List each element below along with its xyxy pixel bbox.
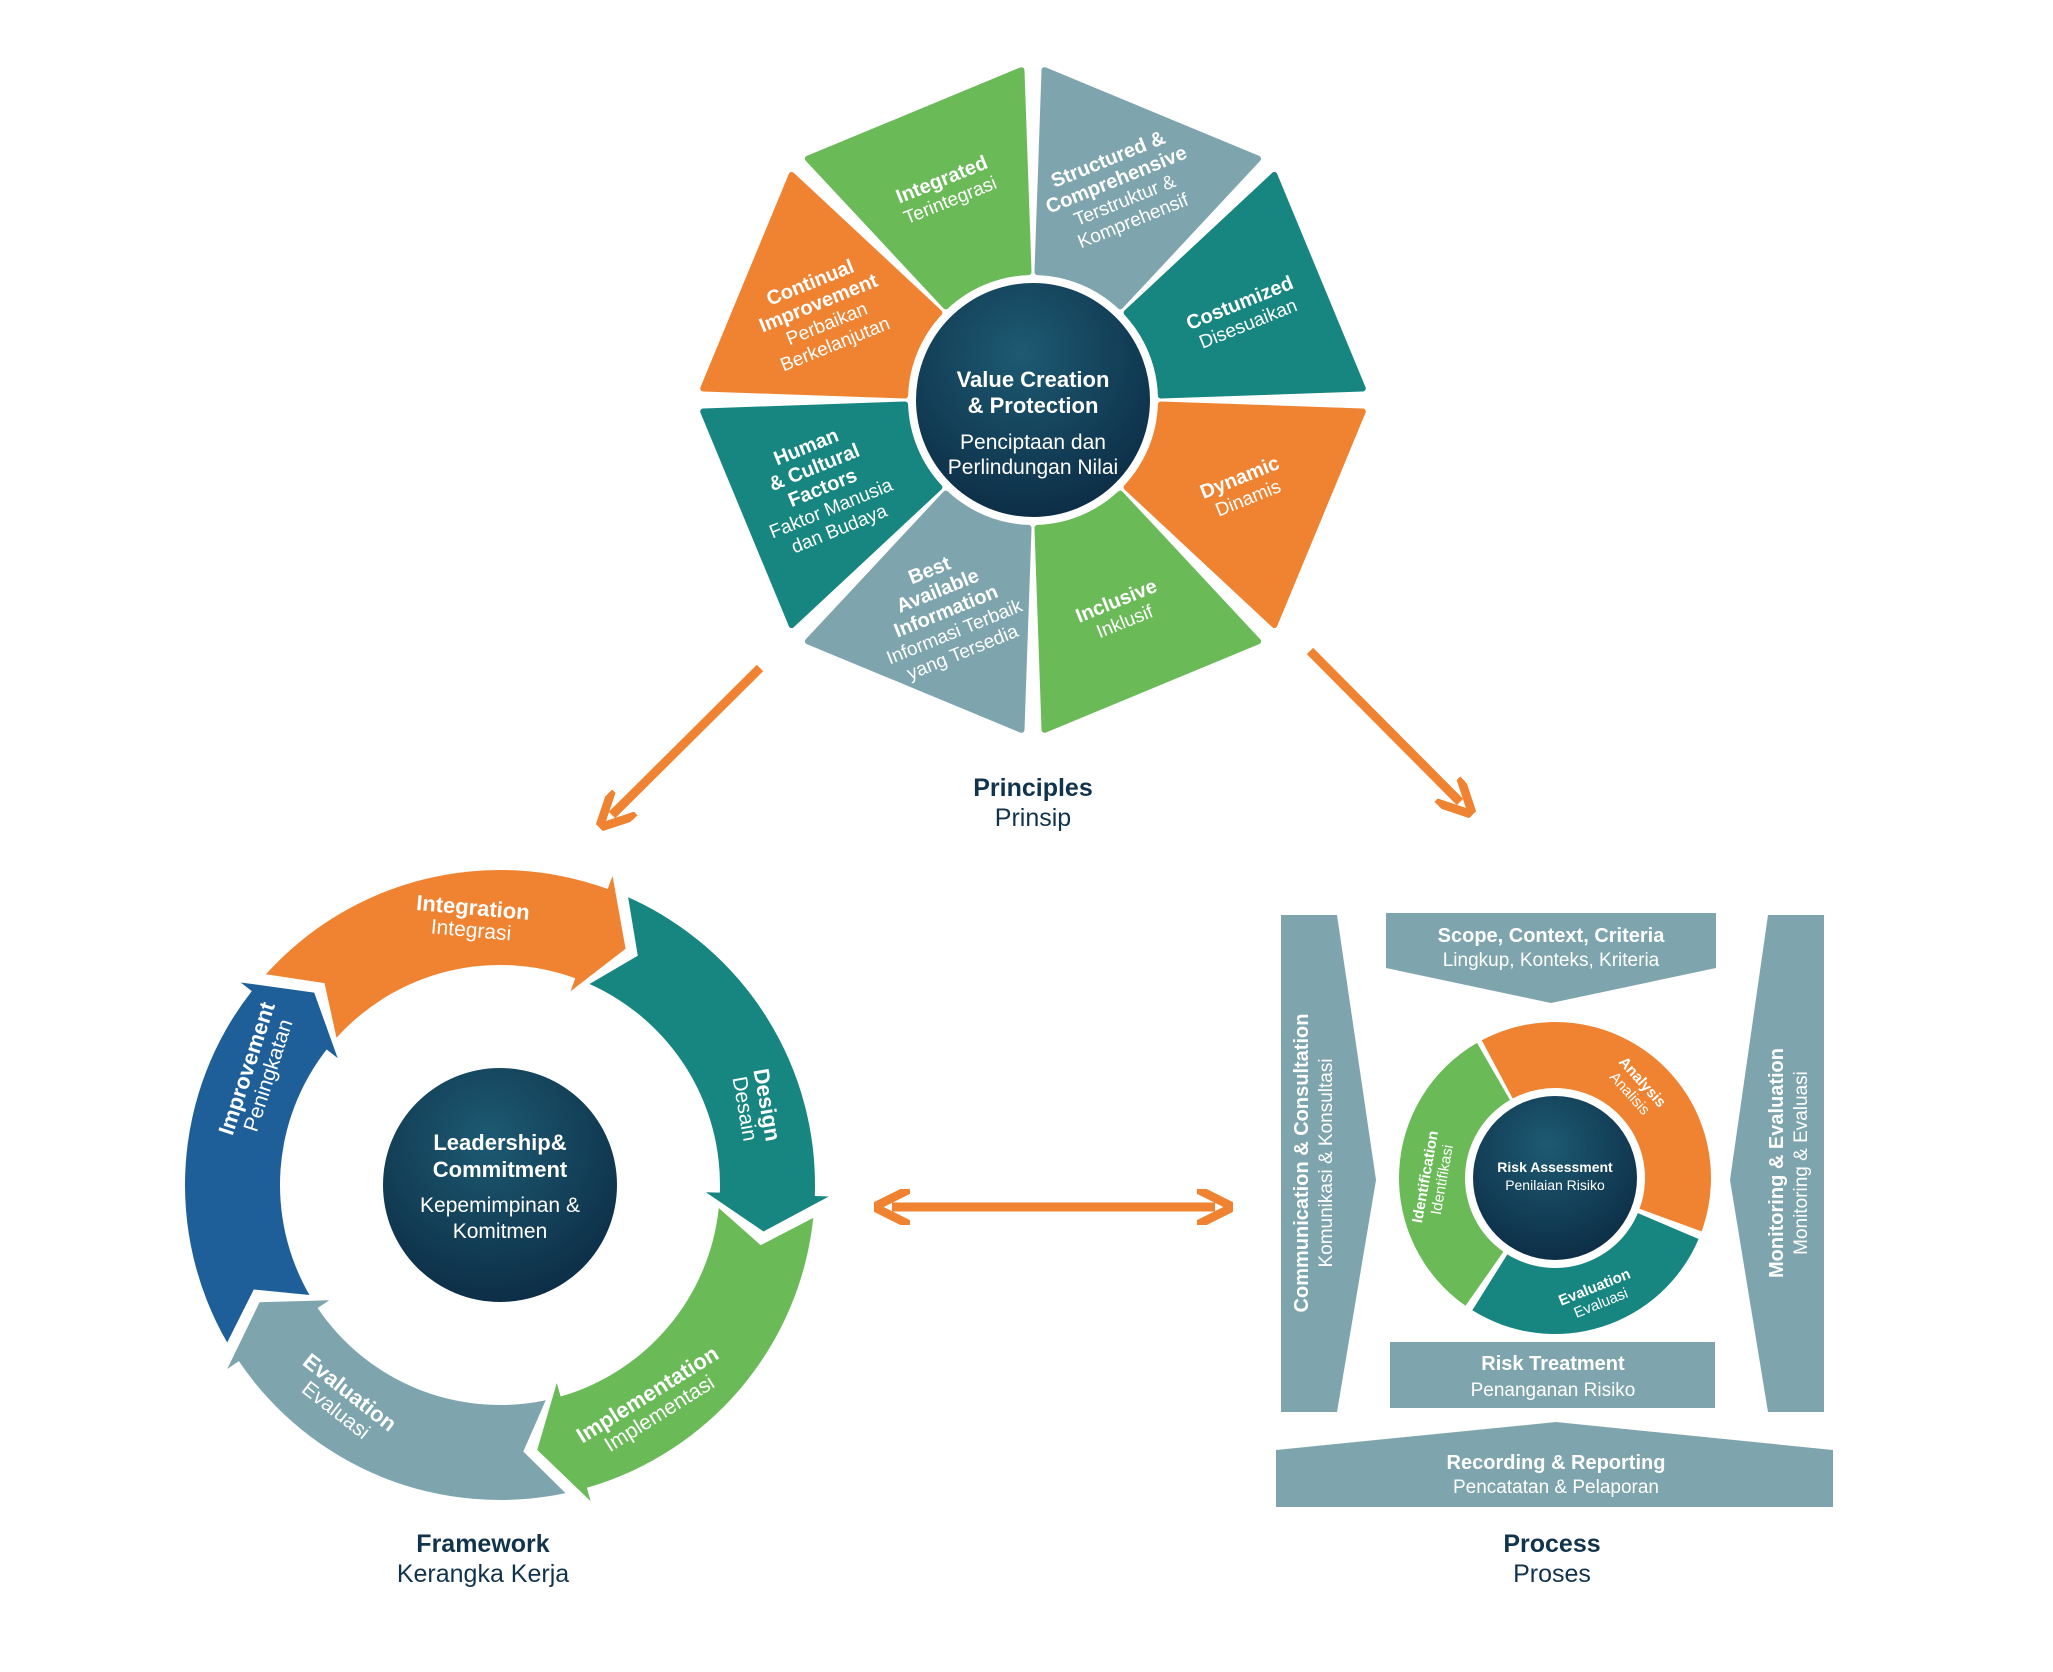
principles-center-title-line2: & Protection xyxy=(968,393,1099,418)
risk-assessment-center-circle xyxy=(1473,1096,1637,1260)
monitoring-sub: Monitoring & Evaluasi xyxy=(1791,1071,1812,1255)
recording-title: Recording & Reporting xyxy=(1447,1452,1666,1474)
principles-center-title-line1: Value Creation xyxy=(957,367,1110,392)
framework-caption-sub: Kerangka Kerja xyxy=(397,1560,569,1588)
principle-segment-best-info xyxy=(804,490,1032,733)
monitoring-evaluation-shape xyxy=(1730,915,1824,1412)
framework-segment-integration xyxy=(265,870,626,1038)
assessment-segment-identification xyxy=(1399,1042,1510,1306)
principle-segment-continual xyxy=(700,171,943,399)
risk-treatment-shape xyxy=(1390,1342,1715,1408)
scope-context-criteria-shape xyxy=(1386,913,1716,1003)
principle-segment-structured xyxy=(1034,67,1262,310)
scope-title: Scope, Context, Criteria xyxy=(1438,925,1666,947)
process-caption-title: Process xyxy=(1503,1530,1600,1558)
scope-sub: Lingkup, Konteks, Kriteria xyxy=(1443,950,1660,971)
arrow-principles-to-process xyxy=(1306,647,1460,802)
process-diagram: Scope, Context, Criteria Lingkup, Kontek… xyxy=(1276,913,1833,1588)
principle-segment-integrated xyxy=(804,67,1032,310)
framework-segment-evaluation xyxy=(227,1300,566,1500)
principle-segment-dynamic xyxy=(1123,401,1366,629)
principles-center-sub-line2: Perlindungan Nilai xyxy=(948,456,1118,479)
assessment-segment-evaluation xyxy=(1472,1213,1699,1334)
framework-center-circle xyxy=(383,1068,617,1302)
monitoring-title: Monitoring & Evaluation xyxy=(1766,1048,1788,1278)
arrow-principles-to-framework xyxy=(612,664,764,815)
risk-assessment-title: Risk Assessment xyxy=(1497,1159,1613,1175)
framework-diagram: IntegrationIntegrasiDesignDesainImplemen… xyxy=(185,870,829,1588)
framework-center-title-line1: Leadership& xyxy=(433,1130,566,1155)
connector-arrows xyxy=(612,647,1460,1207)
assessment-segment-analysis xyxy=(1481,1021,1711,1232)
framework-segment-design xyxy=(589,897,829,1232)
framework-caption-title: Framework xyxy=(416,1530,549,1558)
recording-reporting-shape xyxy=(1276,1422,1833,1507)
framework-segment-implementation xyxy=(537,1207,814,1502)
risk-treatment-title: Risk Treatment xyxy=(1481,1353,1625,1375)
process-caption-sub: Proses xyxy=(1513,1560,1591,1588)
communication-sub: Komunikasi & Konsultasi xyxy=(1316,1058,1337,1267)
communication-consultation-shape xyxy=(1281,915,1376,1412)
principle-segment-customized xyxy=(1123,171,1366,399)
framework-center-sub-line1: Kepemimpinan & xyxy=(420,1194,580,1217)
communication-title: Communication & Consultation xyxy=(1291,1014,1313,1313)
risk-treatment-sub: Penanganan Risiko xyxy=(1471,1380,1636,1401)
principles-center-sub-line1: Penciptaan dan xyxy=(960,431,1106,454)
recording-sub: Pencatatan & Pelaporan xyxy=(1453,1477,1659,1498)
framework-segment-improvement xyxy=(185,982,338,1343)
framework-center-sub-line2: Komitmen xyxy=(453,1220,548,1243)
principles-center-circle xyxy=(916,283,1150,517)
principles-caption-title: Principles xyxy=(973,774,1093,802)
framework-center-title-line2: Commitment xyxy=(433,1157,568,1182)
principle-segment-inclusive xyxy=(1034,490,1262,733)
principle-segment-human-cultural xyxy=(700,401,943,629)
risk-assessment-sub: Penilaian Risiko xyxy=(1505,1177,1605,1193)
principles-caption-sub: Prinsip xyxy=(995,804,1071,832)
